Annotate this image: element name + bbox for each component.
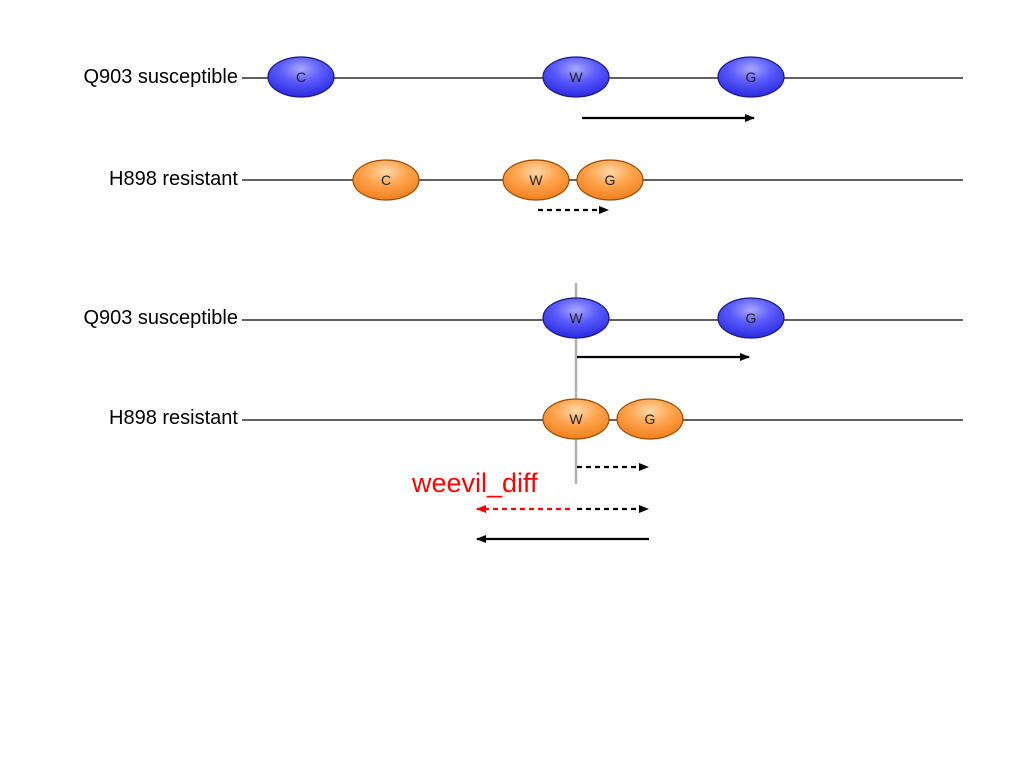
svg-text:C: C (381, 172, 391, 188)
track-label: Q903 susceptible (83, 307, 238, 329)
marker-g: G (717, 56, 785, 98)
marker-g: G (616, 398, 684, 440)
difference-label: weevil_diff (411, 468, 538, 498)
svg-text:W: W (569, 69, 583, 85)
svg-text:G: G (746, 310, 757, 326)
svg-text:C: C (296, 69, 306, 85)
marker-c: C (352, 159, 420, 201)
marker-g: G (576, 159, 644, 201)
track-label: H898 resistant (109, 168, 238, 190)
track-q903-susceptible: Q903 susceptible C W G (83, 56, 963, 122)
marker-w: W (502, 159, 570, 201)
panel-2: Q903 susceptible W G H898 resistant W G (83, 283, 963, 543)
track-h898-resistant: H898 resistant W G (109, 398, 963, 471)
marker-c: C (267, 56, 335, 98)
svg-text:W: W (569, 310, 583, 326)
svg-text:W: W (529, 172, 543, 188)
marker-w: W (542, 398, 610, 440)
svg-text:G: G (746, 69, 757, 85)
panel-1: Q903 susceptible C W G H898 resistant C (83, 56, 963, 214)
track-q903-susceptible: Q903 susceptible W G (83, 297, 963, 361)
svg-text:G: G (605, 172, 616, 188)
marker-g: G (717, 297, 785, 339)
svg-text:W: W (569, 411, 583, 427)
track-h898-resistant: H898 resistant C W G (109, 159, 963, 214)
marker-w: W (542, 56, 610, 98)
track-label: H898 resistant (109, 407, 238, 429)
svg-text:G: G (645, 411, 656, 427)
marker-w: W (542, 297, 610, 339)
track-label: Q903 susceptible (83, 66, 238, 88)
